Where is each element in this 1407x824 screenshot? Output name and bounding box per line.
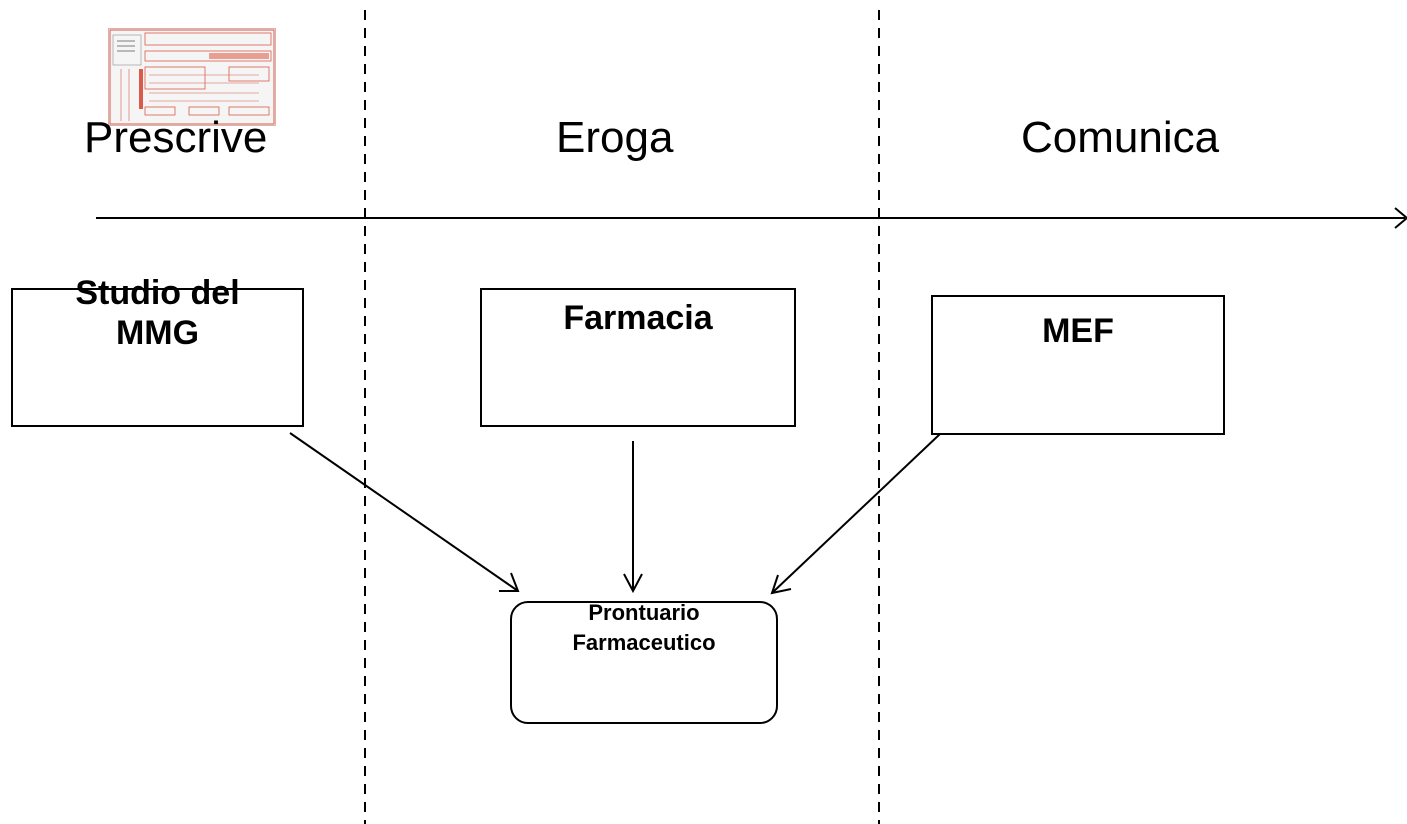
box-studio-label-line2: MMG (115, 314, 200, 352)
box-mef-label: MEF (1042, 312, 1114, 350)
box-studio-label-line1: Studio del (75, 274, 240, 312)
arrowhead-farmacia (623, 573, 643, 594)
box-studio-mmg: Studio del MMG (11, 274, 304, 427)
box-farmacia-label: Farmacia (563, 299, 713, 337)
phase-comunica: Comunica (1021, 113, 1220, 162)
prontuario-label-line1: Prontuario (588, 600, 700, 625)
phase-eroga: Eroga (556, 113, 674, 162)
prescription-form-image (108, 28, 276, 126)
box-mef: MEF (931, 295, 1225, 435)
arrowhead-studio (499, 572, 520, 592)
box-prontuario-farmaceutico: Prontuario Farmaceutico (510, 600, 778, 724)
prontuario-label-line2: Farmaceutico (572, 630, 716, 655)
arrowhead-mef (770, 574, 792, 595)
arrow-studio-to-prontuario (289, 432, 519, 592)
arrow-mef-to-prontuario (771, 433, 941, 594)
box-farmacia: Farmacia (480, 288, 796, 427)
phase-prescrive: Prescrive (84, 113, 268, 162)
timeline-arrowhead (1394, 207, 1407, 229)
